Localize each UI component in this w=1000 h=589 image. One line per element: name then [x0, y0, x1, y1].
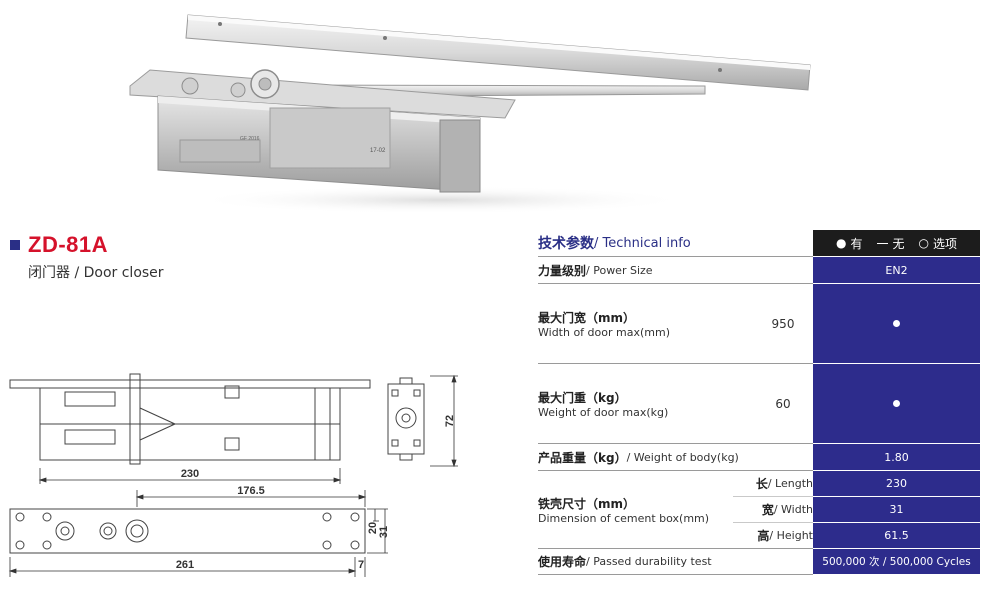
- door-width-label-cn: 最大门宽（mm）: [538, 310, 636, 325]
- legend-option: 选项: [933, 236, 958, 251]
- body-weight-label-en: / Weight of body(kg): [626, 450, 739, 464]
- top-h2-dimension: 31: [378, 526, 390, 538]
- spec-row-door-weight: 最大门重（kg） Weight of door max(kg) 60: [538, 364, 980, 444]
- side-height-dimension: 72: [444, 415, 456, 427]
- width-label-en: / Width: [773, 503, 813, 516]
- length-label-cn: 长: [755, 477, 768, 491]
- height-label-en: / Height: [769, 529, 813, 542]
- has-symbol-icon: ●: [835, 236, 847, 250]
- door-width-value: 950: [771, 316, 795, 331]
- door-weight-label-en: Weight of door max(kg): [538, 405, 669, 419]
- spec-row-durability: 使用寿命 / Passed durability test 500,000 次 …: [538, 549, 980, 575]
- model-number: ZD-81A: [28, 232, 109, 257]
- option-symbol-icon: ○: [918, 236, 929, 250]
- cement-box-label-en: Dimension of cement box(mm): [538, 511, 710, 525]
- door-weight-value: 60: [775, 396, 791, 411]
- spec-row-power: 力量级别 / Power Size EN2: [538, 257, 980, 284]
- spec-header-en: / Technical info: [594, 235, 691, 251]
- spec-header-row: 技术参数 / Technical info ● 有 一 无 ○ 选项: [538, 230, 980, 257]
- none-symbol-icon: 一: [876, 236, 889, 251]
- body-weight-value: 1.80: [813, 444, 980, 471]
- durability-label-en: / Passed durability test: [586, 555, 712, 568]
- front-width-dimension: 230: [181, 468, 199, 480]
- door-weight-status: [813, 364, 980, 444]
- durability-value: 500,000 次 / 500,000 Cycles: [813, 549, 980, 575]
- has-dot-icon: [893, 400, 900, 407]
- spec-legend: ● 有 一 无 ○ 选项: [813, 230, 980, 257]
- square-bullet-icon: [10, 240, 20, 250]
- top-inner-dimension: 176.5: [237, 485, 265, 497]
- door-weight-label-cn: 最大门重（kg）: [538, 390, 627, 405]
- technical-spec-table: 技术参数 / Technical info ● 有 一 无 ○ 选项 力量级别 …: [538, 230, 980, 575]
- top-view-drawing: 176.5 261 7 20 31: [8, 485, 390, 577]
- top-edge-dimension: 7: [358, 559, 364, 571]
- spec-row-door-width: 最大门宽（mm） Width of door max(mm) 950: [538, 284, 980, 364]
- has-dot-icon: [893, 320, 900, 327]
- spec-header-cn: 技术参数: [538, 236, 594, 252]
- cement-box-sublabels: 长 / Length 宽 / Width 高 / Height: [733, 471, 813, 549]
- cement-box-values: 230 31 61.5: [813, 471, 980, 549]
- photo-label-a: 17-02: [370, 148, 386, 154]
- side-view-drawing: 72: [387, 374, 458, 468]
- legend-none: 无: [892, 236, 905, 251]
- length-value: 230: [813, 471, 980, 497]
- height-value: 61.5: [813, 523, 980, 549]
- door-width-status: [813, 284, 980, 364]
- top-h1-dimension: 20: [367, 522, 379, 534]
- power-label-cn: 力量级别: [538, 263, 587, 278]
- legend-has: 有: [850, 236, 863, 251]
- spec-row-body-weight: 产品重量（kg） / Weight of body(kg) 1.80: [538, 444, 980, 471]
- spec-row-cement-box: 铁壳尺寸（mm） Dimension of cement box(mm) 长 /…: [538, 471, 980, 549]
- power-label-en: / Power Size: [586, 263, 653, 277]
- product-subtitle: 闭门器 / Door closer: [28, 265, 164, 281]
- length-label-en: / Length: [767, 477, 813, 490]
- cement-box-label-cn: 铁壳尺寸（mm）: [538, 496, 636, 511]
- photo-label-b: GF 2016: [240, 136, 260, 142]
- height-label-cn: 高: [757, 529, 770, 543]
- durability-label-cn: 使用寿命: [538, 555, 587, 569]
- top-overall-dimension: 261: [176, 559, 194, 571]
- front-view-drawing: 230: [9, 373, 371, 484]
- power-value: EN2: [813, 257, 980, 284]
- width-value: 31: [813, 497, 980, 523]
- body-weight-label-cn: 产品重量（kg）: [538, 450, 627, 465]
- product-title-block: ZD-81A 闭门器 / Door closer: [10, 232, 164, 282]
- product-photo: 17-02 GF 2016: [129, 14, 811, 214]
- door-width-label-en: Width of door max(mm): [538, 325, 670, 339]
- width-label-cn: 宽: [761, 503, 774, 517]
